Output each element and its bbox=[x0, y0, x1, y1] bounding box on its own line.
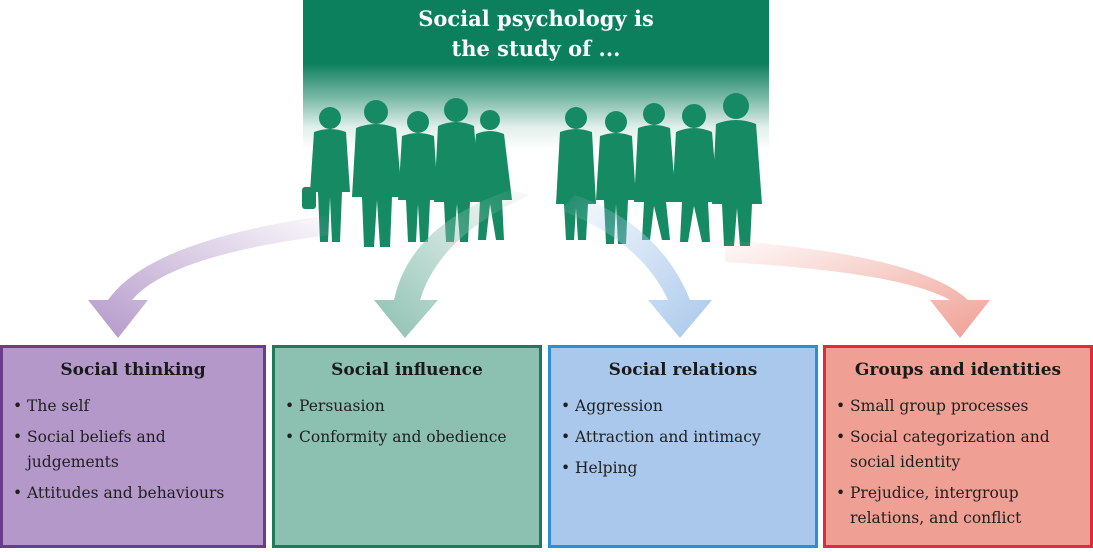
category-box-groups-and-identities: Groups and identities Small group proces… bbox=[823, 345, 1093, 548]
person-silhouette-icon bbox=[302, 107, 350, 242]
header-title-line-2: the study of ... bbox=[451, 36, 621, 61]
category-box-social-relations: Social relations Aggression Attraction a… bbox=[548, 345, 818, 548]
category-list: The self Social beliefs and judgements A… bbox=[13, 394, 253, 506]
person-silhouette-icon bbox=[712, 93, 762, 246]
arrow-to-social-thinking bbox=[88, 215, 330, 338]
list-item: The self bbox=[13, 394, 253, 419]
list-item: Attitudes and behaviours bbox=[13, 481, 253, 506]
arrow-to-social-relations bbox=[560, 195, 712, 338]
person-silhouette-icon bbox=[352, 100, 402, 247]
category-box-social-thinking: Social thinking The self Social beliefs … bbox=[0, 345, 266, 548]
category-box-social-influence: Social influence Persuasion Conformity a… bbox=[272, 345, 542, 548]
category-title: Social influence bbox=[331, 360, 483, 380]
category-list: Small group processes Social categorizat… bbox=[836, 394, 1080, 531]
header-title-line-1: Social psychology is bbox=[418, 6, 654, 31]
list-item: Conformity and obedience bbox=[285, 425, 529, 450]
list-item: Social beliefs and judgements bbox=[13, 425, 253, 475]
category-title: Social thinking bbox=[60, 360, 206, 380]
list-item: Helping bbox=[561, 456, 805, 481]
person-silhouette-icon bbox=[634, 103, 676, 240]
list-item: Aggression bbox=[561, 394, 805, 419]
list-item: Social categorization and social identit… bbox=[836, 425, 1080, 475]
list-item: Attraction and intimacy bbox=[561, 425, 805, 450]
header-title: Social psychology is the study of ... bbox=[303, 4, 769, 64]
person-silhouette-icon bbox=[672, 104, 718, 242]
category-list: Persuasion Conformity and obedience bbox=[285, 394, 529, 450]
arrow-to-social-influence bbox=[374, 190, 530, 338]
list-item: Small group processes bbox=[836, 394, 1080, 419]
arrow-to-groups-identities bbox=[725, 240, 990, 338]
category-list: Aggression Attraction and intimacy Helpi… bbox=[561, 394, 805, 481]
category-title: Groups and identities bbox=[854, 360, 1062, 380]
person-silhouette-icon bbox=[398, 111, 438, 242]
list-item: Persuasion bbox=[285, 394, 529, 419]
list-item: Prejudice, intergroup relations, and con… bbox=[836, 481, 1080, 531]
category-title: Social relations bbox=[608, 360, 758, 380]
